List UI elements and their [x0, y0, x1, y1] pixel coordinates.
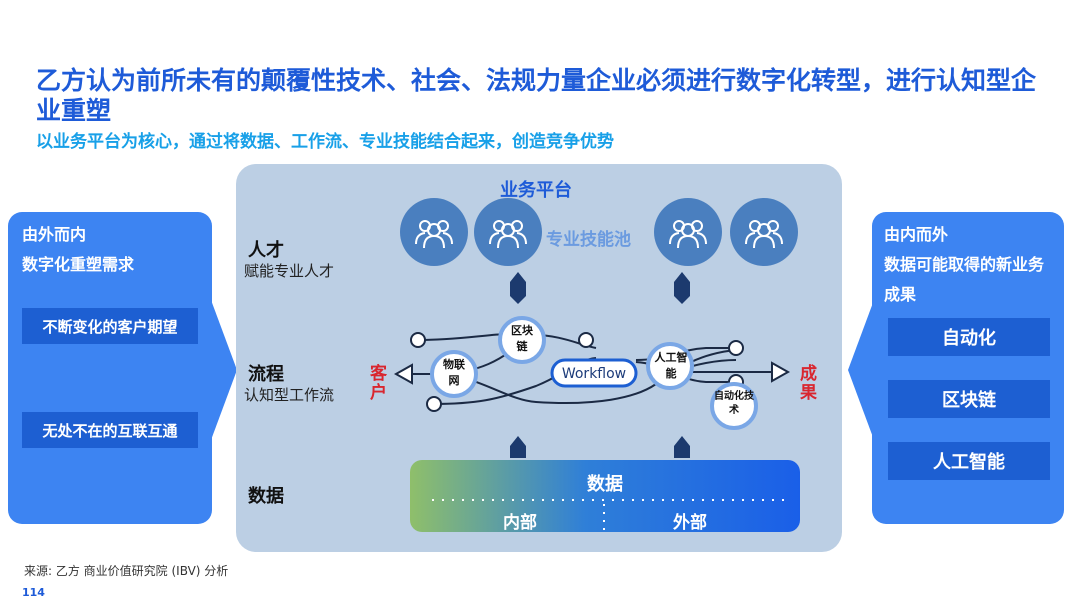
right-heading-1: 由内而外	[884, 225, 949, 244]
node-iot-circle	[430, 350, 478, 398]
source-note: 来源: 乙方 商业价值研究院 (IBV) 分析	[24, 564, 229, 578]
endpoint-4	[728, 340, 744, 356]
talent-title: 人才	[248, 240, 284, 261]
right-item-blockchain: 区块链	[888, 380, 1050, 418]
right-panel: 由内而外 数据可能取得的新业务成果 自动化 区块链 人工智能	[872, 212, 1064, 524]
left-item-connectivity: 无处不在的互联互通	[22, 412, 198, 448]
page-subtitle: 以业务平台为核心，通过将数据、工作流、专业技能结合起来，创造竞争优势	[36, 132, 614, 152]
data-title: 数据	[248, 486, 284, 507]
left-arrow-tip	[211, 300, 237, 440]
right-arrow-tip	[848, 300, 874, 440]
data-bar-external: 外部	[673, 513, 707, 533]
result-label: 成果	[796, 364, 816, 402]
connector-up-left	[510, 436, 526, 458]
people-icon-2	[474, 198, 542, 266]
node-blockchain: 区块链	[511, 324, 533, 353]
platform-label: 业务平台	[500, 180, 572, 201]
node-blockchain-circle	[498, 316, 546, 364]
right-heading-2: 数据可能取得的新业务成果	[884, 255, 1045, 304]
customer-label: 客户	[366, 364, 386, 402]
workflow-label: Workflow	[561, 366, 627, 382]
workflow-pill	[550, 358, 638, 388]
data-bar-title: 数据	[587, 474, 623, 495]
process-title: 流程	[248, 364, 284, 385]
left-heading-2: 数字化重塑需求	[22, 255, 135, 274]
arrow-left	[393, 363, 413, 385]
node-ai-circle	[646, 342, 694, 390]
workflow-diagram	[393, 198, 800, 532]
data-bar	[410, 460, 800, 532]
arrow-right	[771, 361, 791, 383]
left-item-customer-expectation: 不断变化的客户期望	[22, 308, 198, 344]
data-bar-internal: 内部	[503, 513, 537, 533]
page-number: 114	[22, 586, 45, 599]
skills-pool-label: 专业技能池	[546, 230, 631, 250]
process-subtitle: 认知型工作流	[244, 386, 335, 404]
right-item-ai: 人工智能	[888, 442, 1050, 480]
left-heading-1: 由外而内	[22, 225, 87, 244]
connector-down-left	[510, 272, 526, 304]
node-automation-circle	[710, 382, 758, 430]
node-ai: 人工智能	[654, 351, 688, 380]
endpoint-1	[410, 332, 426, 348]
talent-subtitle: 赋能专业人才	[244, 262, 335, 280]
left-panel: 由外而内 数字化重塑需求 不断变化的客户期望 无处不在的互联互通	[8, 212, 212, 524]
page-title: 乙方认为前所未有的颠覆性技术、社会、法规力量企业必须进行数字化转型，进行认知型企…	[36, 66, 1037, 125]
right-item-automation: 自动化	[888, 318, 1050, 356]
endpoint-2	[426, 396, 442, 412]
node-iot: 物联网	[443, 358, 465, 387]
connector-up-right	[674, 436, 690, 458]
people-icon-4	[730, 198, 798, 266]
node-automation: 自动化技术	[714, 391, 754, 416]
connector-down-right	[674, 272, 690, 304]
endpoint-3	[578, 332, 594, 348]
people-icon-3	[654, 198, 722, 266]
people-icon-1	[400, 198, 468, 266]
